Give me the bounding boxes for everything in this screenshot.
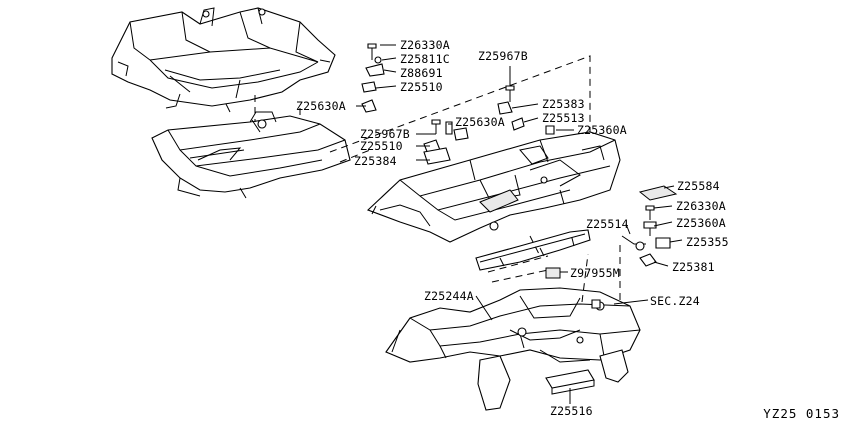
label-z25584: Z25584 xyxy=(677,179,720,193)
label-z25967b-mid: Z25967B xyxy=(360,127,410,141)
label-sec-z24: SEC.Z24 xyxy=(650,294,700,308)
seat-frame-lower xyxy=(385,287,641,411)
seat-track-center xyxy=(366,131,621,243)
label-z25510-top: Z25510 xyxy=(400,80,443,94)
label-z88691: Z88691 xyxy=(400,66,443,80)
label-z26330a-right: Z26330A xyxy=(676,199,726,213)
label-z25244a: Z25244A xyxy=(424,289,474,303)
leader-lines xyxy=(356,44,683,404)
seat-frame-upper xyxy=(111,7,336,113)
guide-lines xyxy=(254,55,621,303)
label-z25383: Z25383 xyxy=(542,97,585,111)
small-parts xyxy=(361,43,678,395)
label-z25967b-top: Z25967B xyxy=(478,49,528,63)
label-z97955m: Z97955M xyxy=(570,266,620,280)
label-z25516: Z25516 xyxy=(550,404,593,418)
label-z25510-mid: Z25510 xyxy=(360,139,403,153)
label-z26330a-top: Z26330A xyxy=(400,38,450,52)
label-z25630a-mid: Z25630A xyxy=(455,115,505,129)
slide-frame-left xyxy=(151,111,351,199)
label-z25513: Z25513 xyxy=(542,111,585,125)
slide-rail xyxy=(475,229,591,271)
label-z25630a-left: Z25630A xyxy=(296,99,346,113)
label-z25811c: Z25811C xyxy=(400,52,450,66)
label-z25384: Z25384 xyxy=(354,154,397,168)
label-z25381: Z25381 xyxy=(672,260,715,274)
label-z25514: Z25514 xyxy=(586,217,629,231)
label-z25360a-right: Z25360A xyxy=(676,216,726,230)
label-z25360a-mid: Z25360A xyxy=(577,123,627,137)
sheet-id: YZ25 0153 xyxy=(763,406,840,421)
label-z25355: Z25355 xyxy=(686,235,729,249)
